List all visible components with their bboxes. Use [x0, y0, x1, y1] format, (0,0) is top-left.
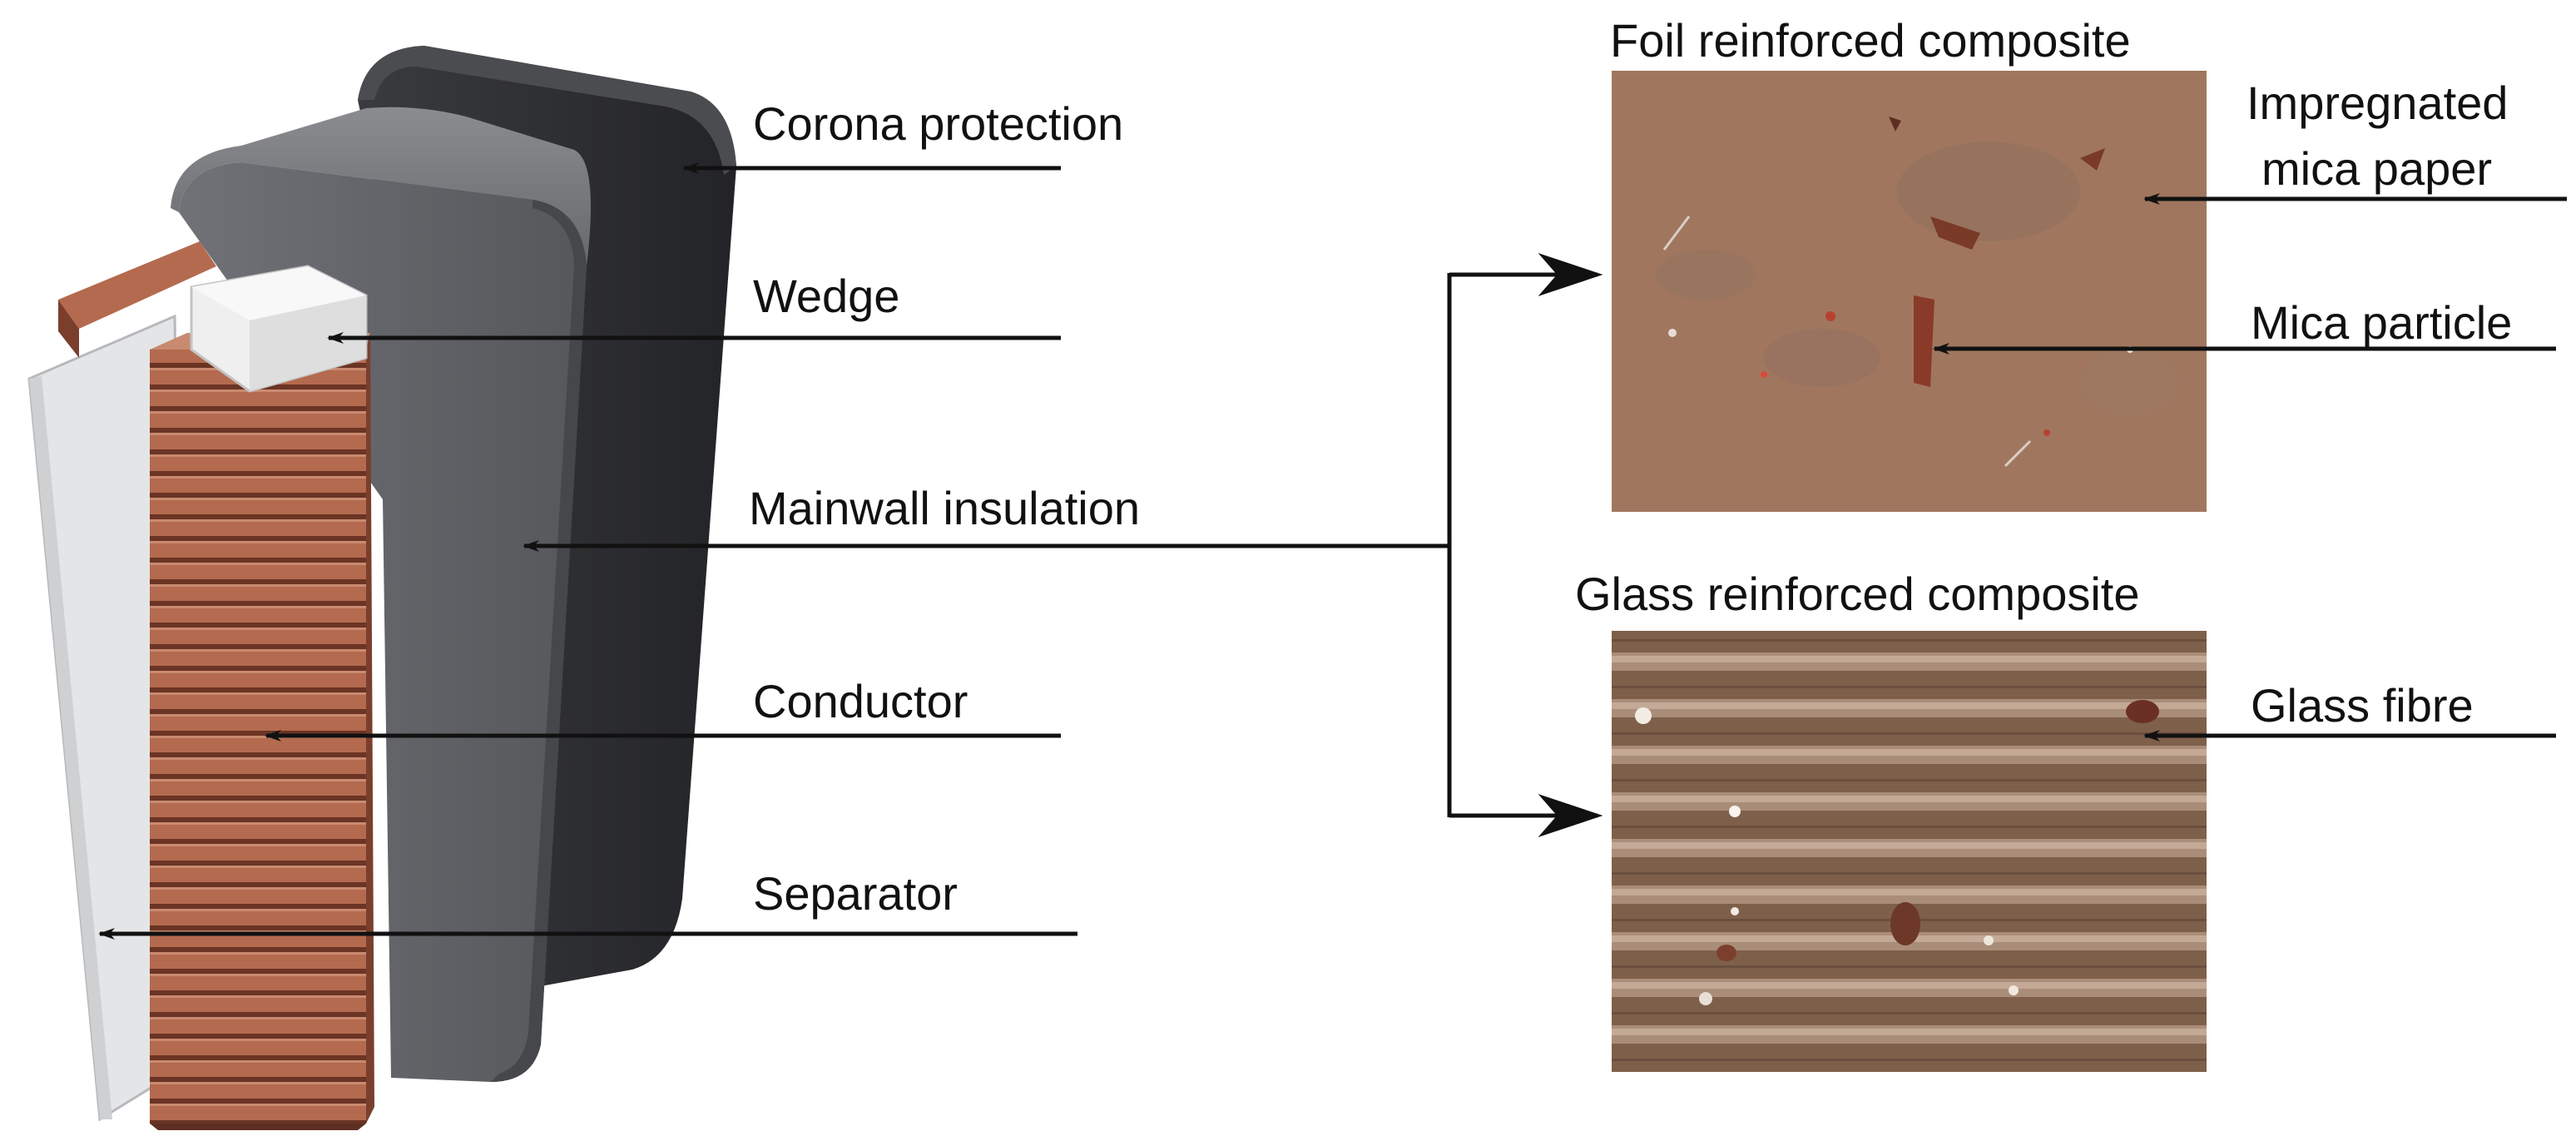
glass-micrograph [1612, 631, 2207, 1072]
label-mica-particle: Mica particle [2251, 296, 2512, 349]
label-impregnated-line2: mica paper [2261, 142, 2492, 195]
left-labels: Corona protection Wedge Mainwall insulat… [98, 97, 1449, 940]
foil-micrograph [1612, 71, 2207, 512]
label-impregnated-line1: Impregnated [2247, 77, 2508, 129]
separator-sheet [27, 314, 189, 1122]
label-separator: Separator [753, 867, 958, 920]
wedge-block [190, 265, 368, 393]
label-conductor: Conductor [753, 675, 968, 727]
label-corona-protection: Corona protection [753, 97, 1123, 150]
label-mainwall-insulation: Mainwall insulation [749, 482, 1140, 534]
glass-panel-title: Glass reinforced composite [1575, 568, 2140, 620]
mainwall-insulation-layer [171, 107, 591, 1082]
glass-composite-panel: Glass reinforced composite Glass fibre [1575, 568, 2556, 1072]
label-glass-fibre: Glass fibre [2251, 679, 2474, 732]
composite-bracket [1447, 253, 1603, 837]
foil-panel-title: Foil reinforced composite [1610, 14, 2131, 67]
stator-bar-illustration [27, 46, 736, 1130]
label-wedge: Wedge [753, 270, 899, 322]
foil-composite-panel: Foil reinforced composite Impregnated mi… [1610, 14, 2567, 512]
